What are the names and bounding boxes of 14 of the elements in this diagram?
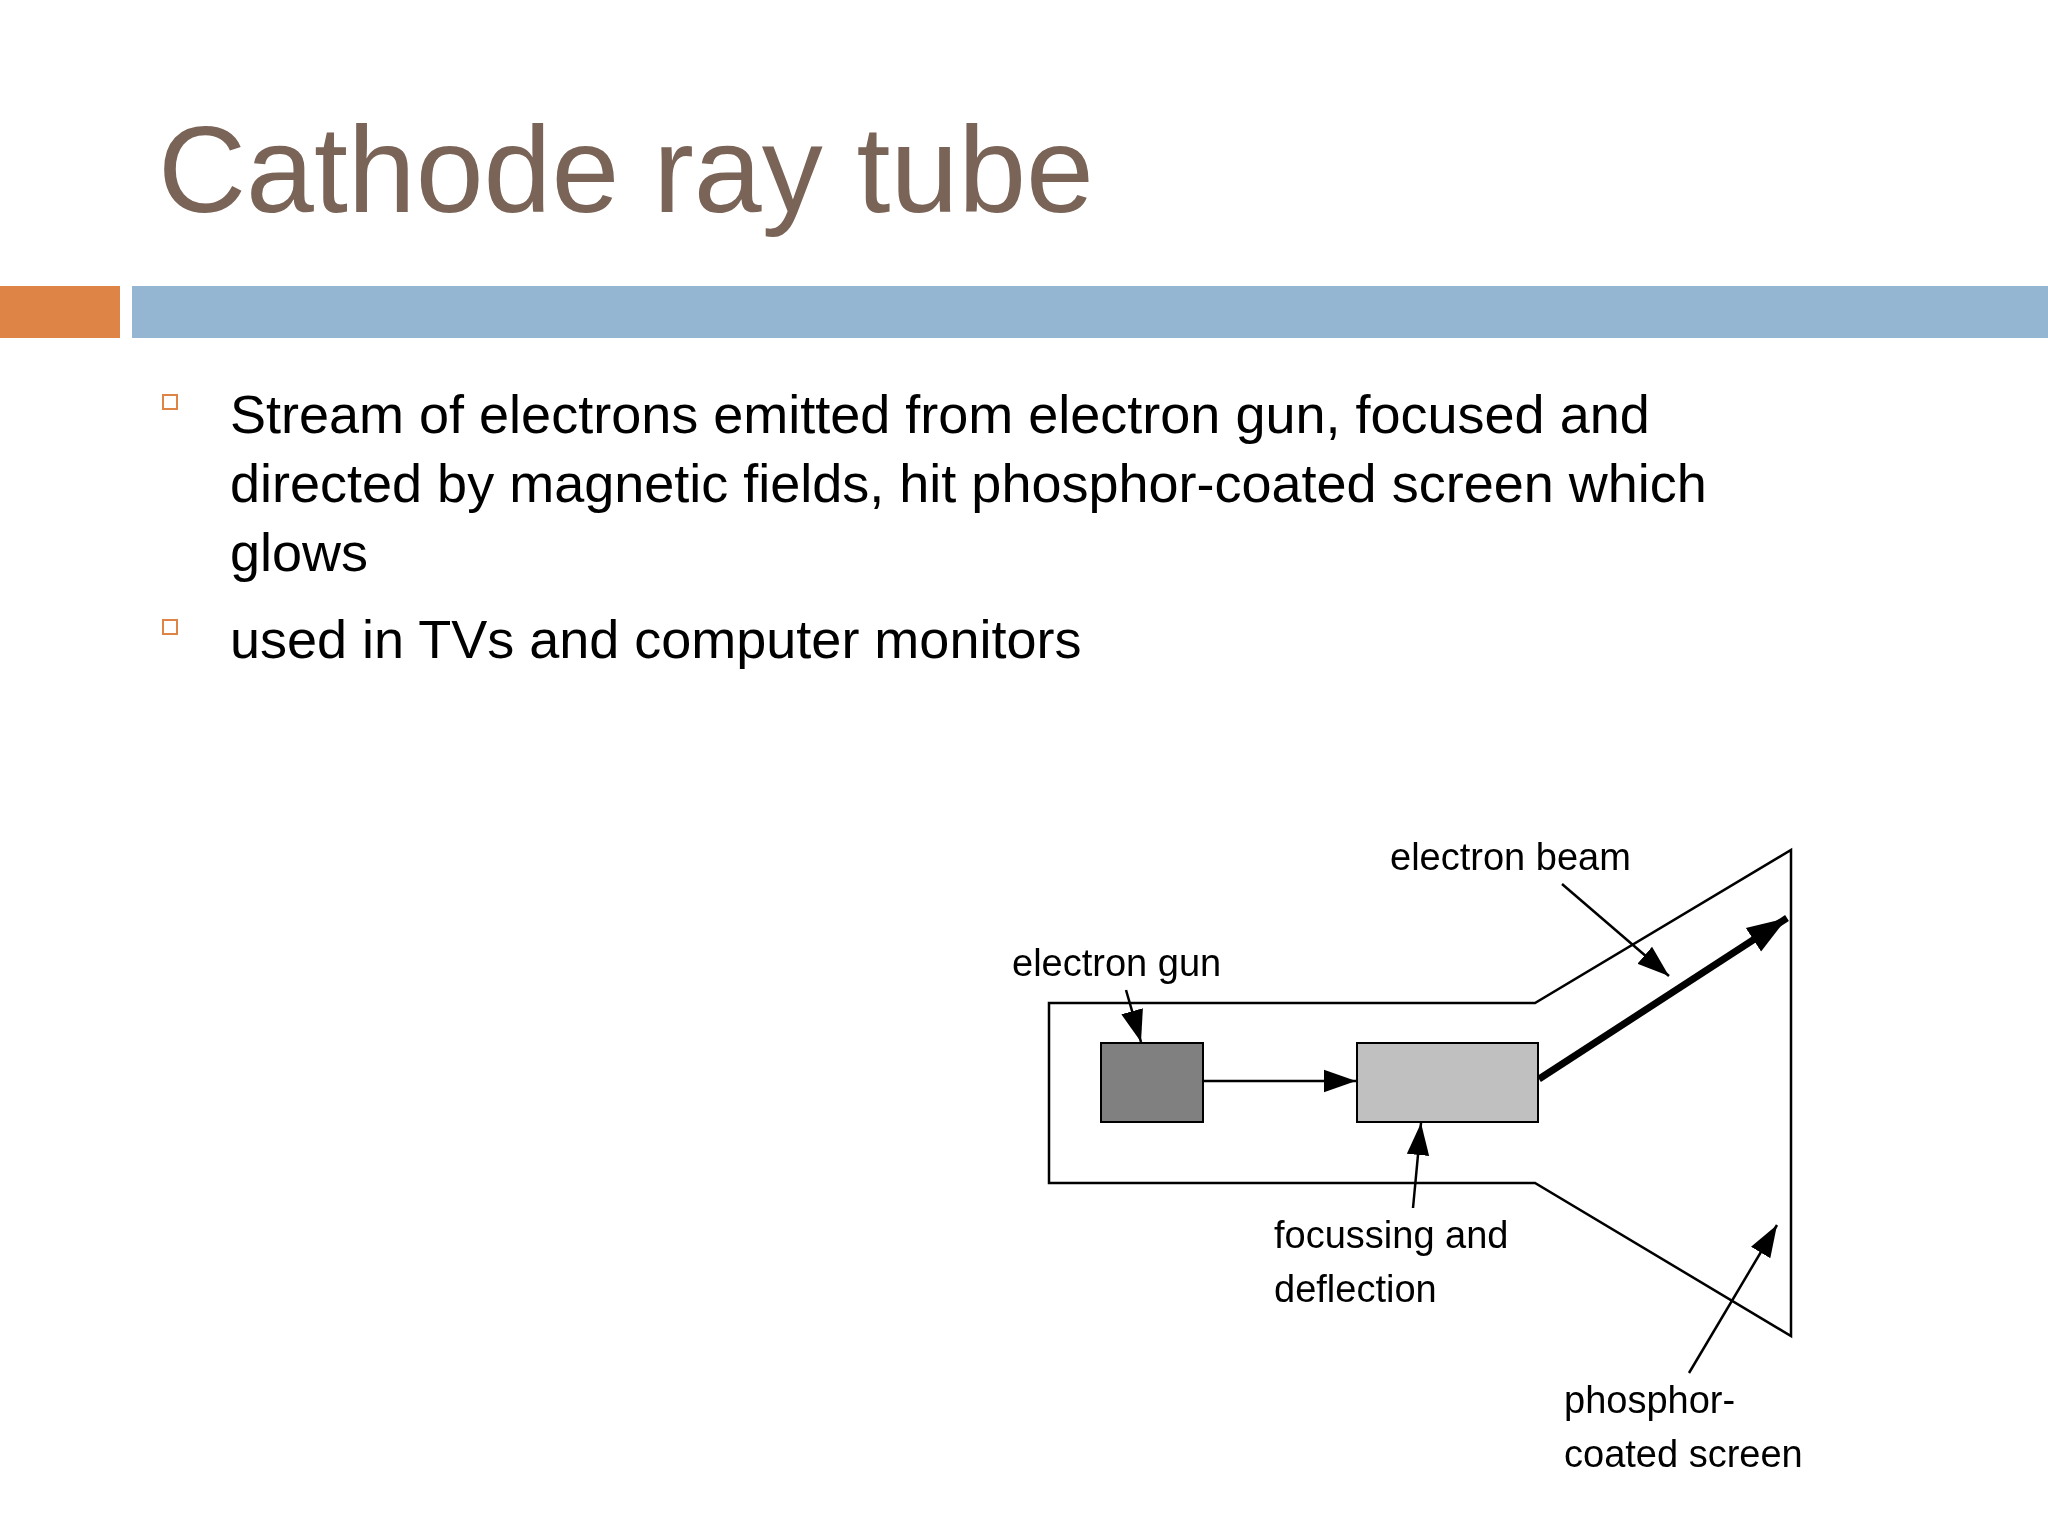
callout-label: electron beam (1390, 830, 1631, 884)
leader-line (1121, 989, 1143, 1043)
arrow (1204, 1069, 1356, 1093)
leader-line (1406, 1122, 1430, 1209)
callout-label: electron gun (1012, 936, 1222, 990)
callout-label: focussing and deflection (1274, 1208, 1544, 1316)
bullet-text: Stream of electrons emitted from electron gun, focused and directed by magnetic fields, hit phosphor-coated screen which glows (230, 383, 1708, 584)
leader-line (1687, 1224, 1779, 1374)
slide-title: Cathode ray tube (158, 101, 1094, 240)
focussing-block (1356, 1042, 1539, 1123)
leader-line (1561, 883, 1670, 977)
electron-gun-block (1100, 1042, 1204, 1123)
bullet-text: used in TVs and computer monitors (230, 608, 1083, 671)
callout-label: phosphor-coated screen (1564, 1373, 1834, 1481)
